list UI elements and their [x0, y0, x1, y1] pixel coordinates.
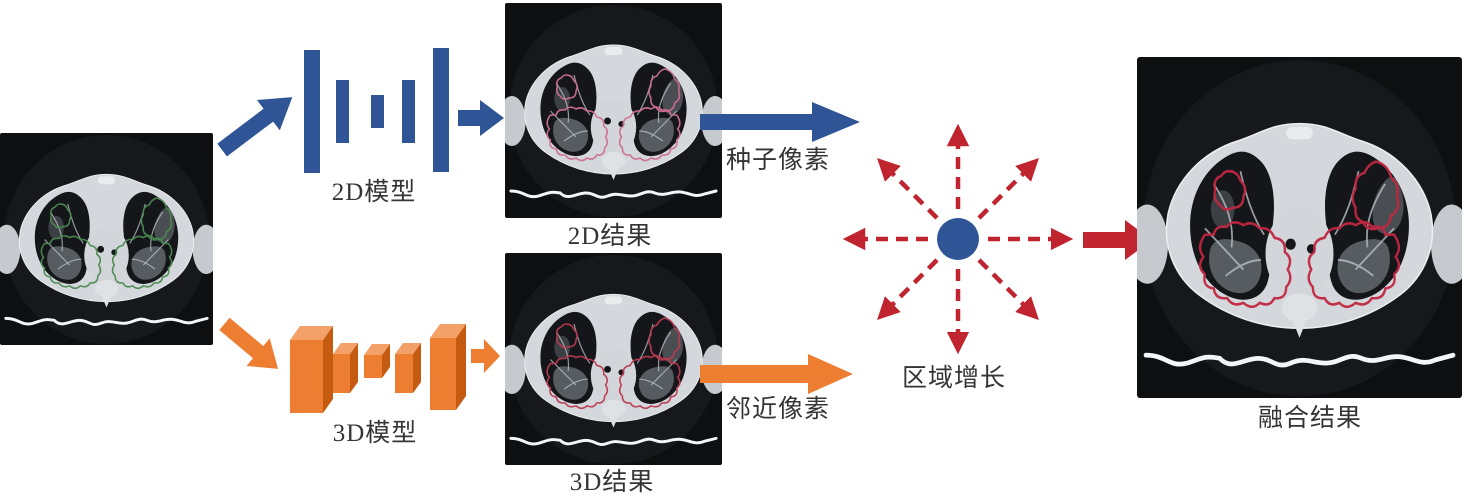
- 2d-result-label: 2D结果: [567, 223, 653, 250]
- fusion-result-label: 融合结果: [1257, 405, 1362, 432]
- 3d-model-block: [395, 343, 421, 393]
- 3d-model-block: [430, 324, 466, 410]
- arrow-seed-pixels: [700, 102, 860, 142]
- arrow-neighbor-pixels: [700, 354, 853, 394]
- arrow-input-to-2d-model: [209, 79, 306, 167]
- 3d-model-label: 3D模型: [332, 420, 418, 447]
- 3d-result-label: 3D结果: [569, 469, 655, 496]
- 3d-model-block: [290, 326, 333, 413]
- arrow-3d-model-to-result: [471, 339, 500, 373]
- result-2d-ct-image: [505, 3, 722, 218]
- arrow-input-to-3d-model: [212, 309, 293, 386]
- region-growing-radial-icon: [842, 123, 1074, 355]
- 2d-model-bar: [433, 48, 449, 172]
- neighbor-pixels-label: 邻近像素: [725, 396, 830, 423]
- 2d-model-bar: [336, 80, 349, 143]
- result-3d-ct-image: [505, 253, 722, 465]
- 2d-model-bar: [402, 80, 415, 143]
- arrow-2d-model-to-result: [458, 100, 504, 136]
- fusion-ct-image: [1137, 57, 1462, 398]
- 2d-model-label: 2D模型: [331, 179, 417, 206]
- 2d-model-bar: [304, 50, 320, 173]
- input-ct-image: [0, 133, 213, 345]
- seed-pixels-label: 种子像素: [725, 147, 830, 174]
- 3d-cnn-blocks-icon: [290, 324, 466, 413]
- 3d-model-block: [333, 343, 358, 393]
- 2d-model-bar: [371, 95, 384, 128]
- region-growing-label: 区域增长: [901, 365, 1006, 392]
- arrow-to-fusion-result: [1083, 220, 1152, 260]
- 3d-model-block: [364, 344, 390, 378]
- seed-point-circle: [937, 218, 979, 260]
